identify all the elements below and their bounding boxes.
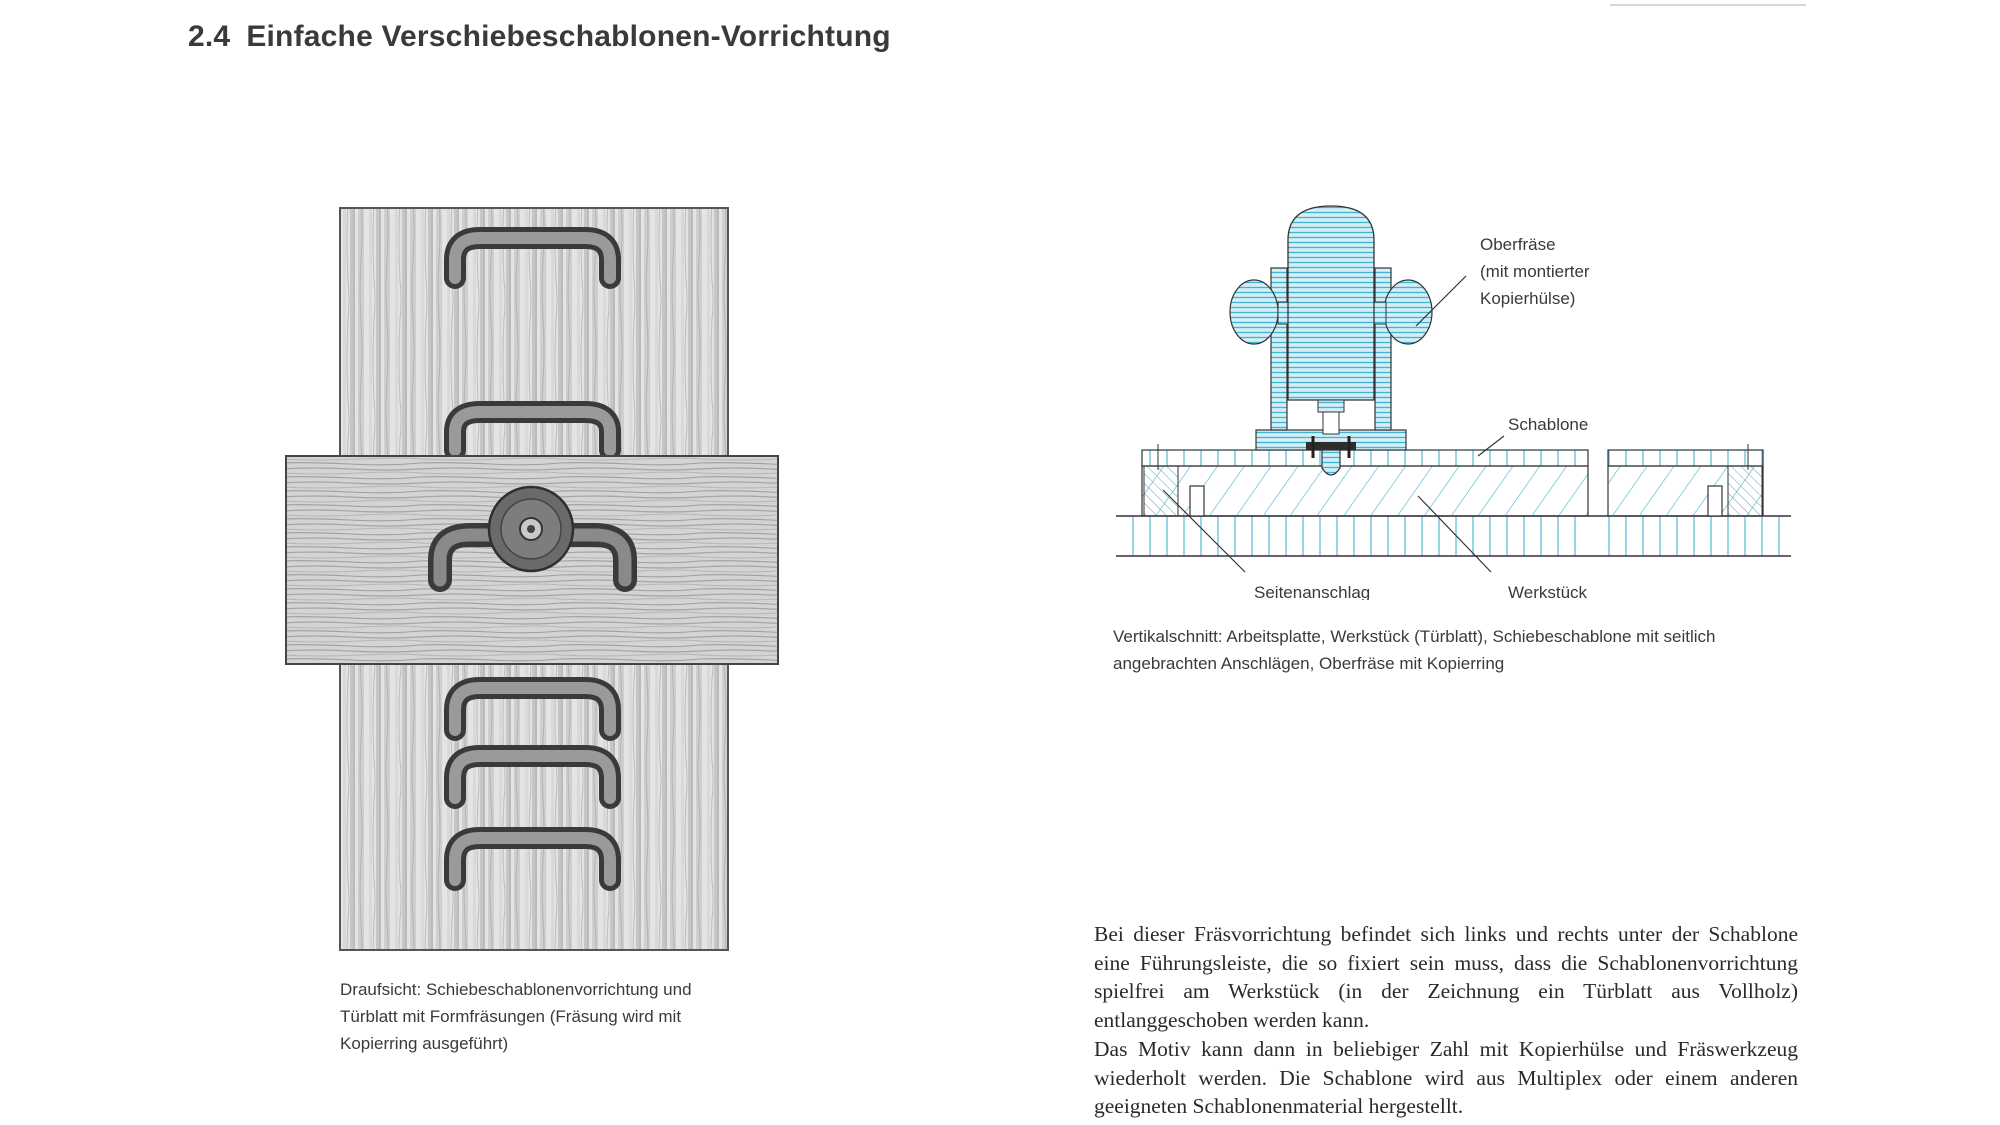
template-plate bbox=[1141, 444, 1764, 470]
body-paragraph-2: Das Motiv kann dann in beliebiger Zahl m… bbox=[1094, 1036, 1798, 1119]
label-router-1: Oberfräse bbox=[1480, 235, 1556, 254]
page-title: 2.4 Einfache Verschiebeschablonen-Vorrich… bbox=[188, 20, 891, 54]
caption-vertical-section: Vertikalschnitt: Arbeitsplatte, Werkstüc… bbox=[1113, 627, 1716, 673]
section-number: 2.4 bbox=[188, 20, 231, 53]
recess-1 bbox=[444, 227, 621, 289]
figure-top-view bbox=[280, 200, 790, 960]
recess-5 bbox=[444, 827, 621, 891]
label-template: Schablone bbox=[1508, 415, 1588, 434]
body-paragraph-1: Bei dieser Fräsvorrichtung befindet sich… bbox=[1094, 922, 1798, 1033]
label-side-stop: Seitenanschlag bbox=[1254, 583, 1370, 600]
caption-top-view: Draufsicht: Schiebeschablonenvorrichtung… bbox=[340, 980, 692, 1053]
worktop bbox=[1116, 515, 1791, 557]
label-workpiece: Werkstück bbox=[1508, 583, 1588, 600]
section-title: Einfache Verschiebeschablonen-Vorrichtun… bbox=[246, 20, 891, 53]
top-edge-mark bbox=[1610, 0, 1806, 6]
leader-lines bbox=[1162, 275, 1505, 573]
label-router-3: Kopierhülse) bbox=[1480, 289, 1575, 308]
label-router-2: (mit montierter bbox=[1480, 262, 1590, 281]
recess-2 bbox=[444, 401, 621, 461]
router bbox=[1229, 205, 1433, 476]
recess-3 bbox=[444, 677, 621, 741]
recess-4 bbox=[444, 745, 621, 809]
body-text: Bei dieser Fräsvorrichtung befindet sich… bbox=[1094, 920, 1798, 1121]
top-view-drawing bbox=[285, 207, 779, 951]
figure-vertical-section: Oberfräse (mit montierter Kopierhülse) S… bbox=[1108, 200, 1798, 602]
workpiece bbox=[1141, 465, 1764, 517]
section-drawing: Oberfräse (mit montierter Kopierhülse) S… bbox=[1116, 205, 1791, 602]
